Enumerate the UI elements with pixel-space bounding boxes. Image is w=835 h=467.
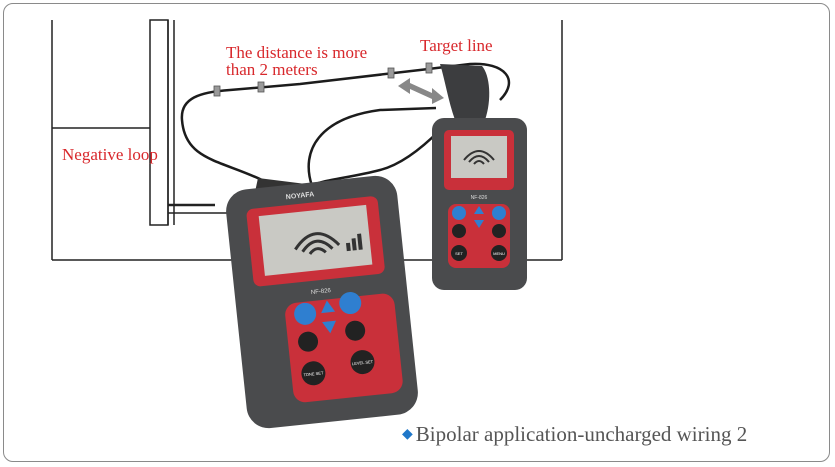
caption-text: Bipolar application-uncharged wiring 2 xyxy=(416,422,747,446)
svg-text:MENU: MENU xyxy=(493,251,505,256)
double-arrow-icon xyxy=(398,78,444,104)
diamond-bullet-icon: ◆ xyxy=(402,427,413,442)
small-power-button xyxy=(452,206,466,220)
receiver-device: NF-826 SET MENU xyxy=(432,64,527,290)
small-light-button xyxy=(452,224,466,238)
svg-text:SET: SET xyxy=(455,251,463,256)
caption: ◆Bipolar application-uncharged wiring 2 xyxy=(402,422,747,447)
small-volume-button xyxy=(492,224,506,238)
small-device-model: NF-826 xyxy=(471,195,488,201)
transmitter-device: NOYAFA NF-826 TONE SET xyxy=(224,174,420,431)
small-sound-button xyxy=(492,206,506,220)
distance-label-line2: than 2 meters xyxy=(226,61,318,79)
target-line-label: Target line xyxy=(420,37,493,55)
negative-loop-label: Negative loop xyxy=(62,146,158,164)
